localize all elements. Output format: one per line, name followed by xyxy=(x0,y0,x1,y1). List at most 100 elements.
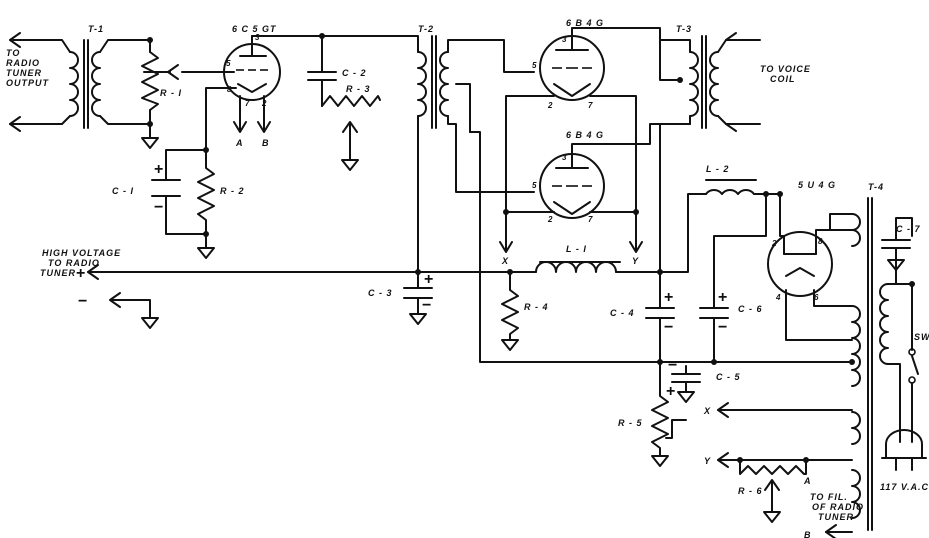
choke-l2: L - 2 xyxy=(659,164,783,273)
upper-pin-5-label: 5 xyxy=(532,61,537,70)
c5-minus: − xyxy=(668,357,677,374)
x-label-bottom: X xyxy=(703,406,711,416)
c6-label: C - 6 xyxy=(738,304,763,314)
y-label-bottom: Y xyxy=(704,456,711,466)
switch-sw: SW xyxy=(887,281,929,443)
tube-6c5gt: 6 C 5 GT 3 5 8 7 2 A B xyxy=(181,24,281,153)
c7-label: C - 7 xyxy=(896,224,921,234)
resistor-r3: R - 3 xyxy=(321,84,381,171)
pin-7-label: 7 xyxy=(245,99,250,108)
vac-label: 117 V.A.C. xyxy=(880,482,929,492)
c1-label: C - I xyxy=(112,186,134,196)
transformer-t1: T-1 xyxy=(9,24,151,132)
voice-coil-line2: COIL xyxy=(770,74,796,84)
rect-pin-8-label: 8 xyxy=(818,237,823,246)
l2-label: L - 2 xyxy=(706,164,729,174)
r3-label: R - 3 xyxy=(346,84,371,94)
tube-6b4g-upper: 6 B 4 G 3 5 2 7 xyxy=(505,18,681,227)
fil-b-lead: B xyxy=(804,524,853,538)
transformer-t4: T-4 xyxy=(659,182,889,531)
t3-label: T-3 xyxy=(676,24,692,34)
c4-plus: + xyxy=(664,289,673,306)
transformer-t2: T-2 xyxy=(321,24,535,273)
upper-pin-7-label: 7 xyxy=(588,101,593,110)
r2-label: R - 2 xyxy=(220,186,245,196)
ground-return xyxy=(109,292,159,329)
sw-label: SW xyxy=(914,332,929,342)
c6-plus: + xyxy=(718,289,727,306)
filament-supply: X Y xyxy=(703,402,853,468)
lower-pin-3-label: 3 xyxy=(562,153,567,162)
c3-plus: + xyxy=(424,271,433,288)
x-label-top: X xyxy=(501,256,509,266)
capacitor-c4: + − C - 4 xyxy=(610,271,675,365)
high-voltage-line2: TO RADIO xyxy=(48,258,100,268)
tube-6b4g-bottom-label: 6 B 4 G xyxy=(566,130,604,140)
fil-tuner-line2: OF RADIO xyxy=(812,502,864,512)
lower-pin-2-label: 2 xyxy=(547,215,553,224)
upper-pin-3-label: 3 xyxy=(562,35,567,44)
heater-a-label: A xyxy=(235,138,244,148)
r6-a-label: A xyxy=(803,476,812,486)
hv-minus: − xyxy=(78,293,87,310)
c4-minus: − xyxy=(664,319,673,336)
pin-5-label: 5 xyxy=(226,59,231,68)
t1-label: T-1 xyxy=(88,24,104,34)
capacitor-c7: C - 7 xyxy=(881,217,921,285)
upper-pin-2-label: 2 xyxy=(547,101,553,110)
y-label-top: Y xyxy=(632,256,639,266)
r5-label: R - 5 xyxy=(618,418,643,428)
c3-label: C - 3 xyxy=(368,288,393,298)
high-voltage-line3: TUNER xyxy=(40,268,76,278)
c5-label: C - 5 xyxy=(716,372,741,382)
fil-b-label: B xyxy=(804,530,812,538)
filament-leads-xy: X Y xyxy=(499,211,643,266)
r4-label: R - 4 xyxy=(524,302,549,312)
c2-label: C - 2 xyxy=(342,68,367,78)
capacitor-c6: + − C - 6 xyxy=(699,193,767,365)
voice-coil-line1: TO VOICE xyxy=(760,64,811,74)
capacitor-c3: + − C - 3 xyxy=(368,271,433,325)
radio-tuner-output-line3: TUNER xyxy=(6,68,42,78)
t4-label: T-4 xyxy=(868,182,884,192)
radio-tuner-output-line2: RADIO xyxy=(6,58,40,68)
c1-minus: − xyxy=(154,199,163,216)
choke-l1: L - I xyxy=(535,244,663,275)
tube-6b4g-lower: 6 B 4 G 3 5 2 7 xyxy=(503,123,691,224)
l1-label: L - I xyxy=(566,244,587,254)
t2-label: T-2 xyxy=(418,24,434,34)
hv-plus: + xyxy=(76,265,85,282)
rect-pin-6-label: 6 xyxy=(814,293,819,302)
tube-5u4g: 5 U 4 G 2 8 4 6 xyxy=(767,180,853,341)
r6-label: R - 6 xyxy=(738,486,763,496)
tube-6b4g-top-label: 6 B 4 G xyxy=(566,18,604,28)
heater-b-label: B xyxy=(262,138,270,148)
pin-3-label: 3 xyxy=(255,33,260,42)
c3-minus: − xyxy=(422,297,431,314)
fil-tuner-line1: TO FIL. xyxy=(810,492,848,502)
c4-label: C - 4 xyxy=(610,308,635,318)
high-voltage-line1: HIGH VOLTAGE xyxy=(42,248,121,258)
radio-tuner-output-line4: OUTPUT xyxy=(6,78,50,88)
resistor-r4: R - 4 xyxy=(501,271,549,351)
rect-pin-4-label: 4 xyxy=(775,293,781,302)
resistor-r1: R - I xyxy=(141,37,182,149)
tube-5u4g-label: 5 U 4 G xyxy=(798,180,836,190)
rect-pin-2-label: 2 xyxy=(771,239,777,248)
pin-8-label: 8 xyxy=(227,85,232,94)
r1-label: R - I xyxy=(160,88,182,98)
lower-pin-5-label: 5 xyxy=(532,181,537,190)
tube-6c5gt-label: 6 C 5 GT xyxy=(232,24,277,34)
resistor-r5: R - 5 xyxy=(618,361,687,467)
capacitor-c5: − + C - 5 xyxy=(666,357,741,403)
capacitor-c1: + − C - I xyxy=(112,149,207,235)
fil-tuner-line3: TUNER xyxy=(818,512,854,522)
radio-tuner-output-line1: TO xyxy=(6,48,20,58)
c1-plus: + xyxy=(154,161,163,178)
c6-minus: − xyxy=(718,319,727,336)
resistor-r2: R - 2 xyxy=(197,149,245,259)
resistor-r6: R - 6 A xyxy=(737,457,812,523)
c5-plus: + xyxy=(666,383,675,400)
lower-pin-7-label: 7 xyxy=(588,215,593,224)
